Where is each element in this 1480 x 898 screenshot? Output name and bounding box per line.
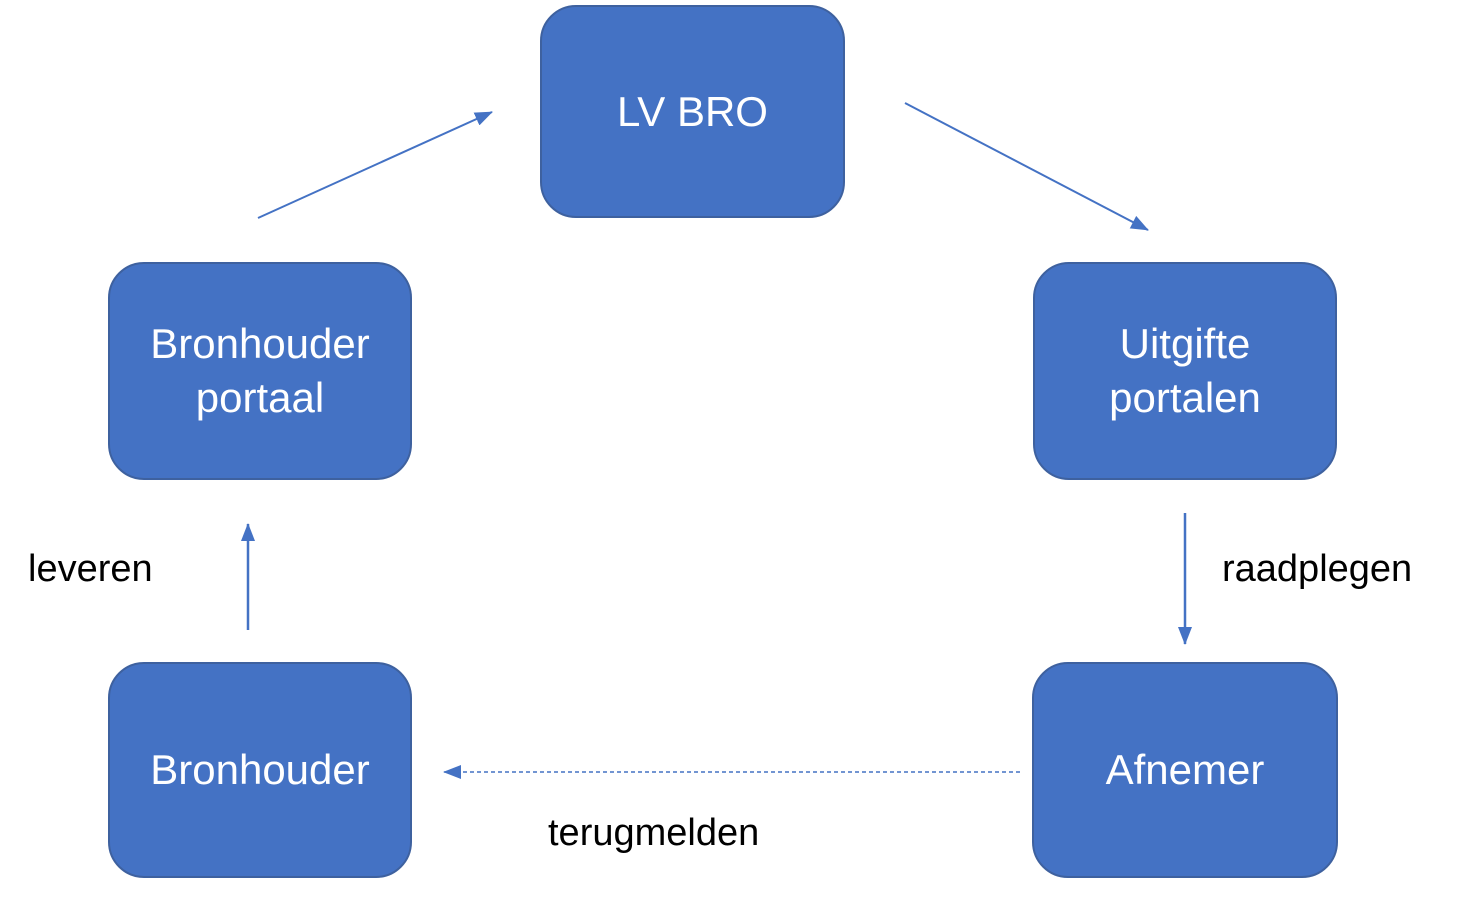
edge-bronhouder-portaal-to-lv-bro <box>257 111 493 219</box>
node-bronhouder-label: Bronhouder <box>150 746 370 794</box>
node-afnemer-label: Afnemer <box>1105 746 1265 794</box>
node-bronhouder-portaal-label: Bronhouder portaal <box>150 320 370 421</box>
node-afnemer: Afnemer <box>1032 662 1338 878</box>
node-lv-bro-label: LV BRO <box>617 87 768 135</box>
edge-label-leveren: leveren <box>28 548 153 590</box>
node-lv-bro: LV BRO <box>540 5 845 218</box>
node-uitgifte-portalen-label: Uitgifte portalen <box>1109 320 1261 421</box>
edge-label-terugmelden: terugmelden <box>548 812 760 854</box>
node-bronhouder: Bronhouder <box>108 662 412 878</box>
node-uitgifte-portalen: Uitgifte portalen <box>1033 262 1337 480</box>
edge-label-raadplegen: raadplegen <box>1222 548 1413 590</box>
edge-lv-bro-to-uitgifte-portalen <box>904 102 1149 231</box>
node-bronhouder-portaal: Bronhouder portaal <box>108 262 412 480</box>
